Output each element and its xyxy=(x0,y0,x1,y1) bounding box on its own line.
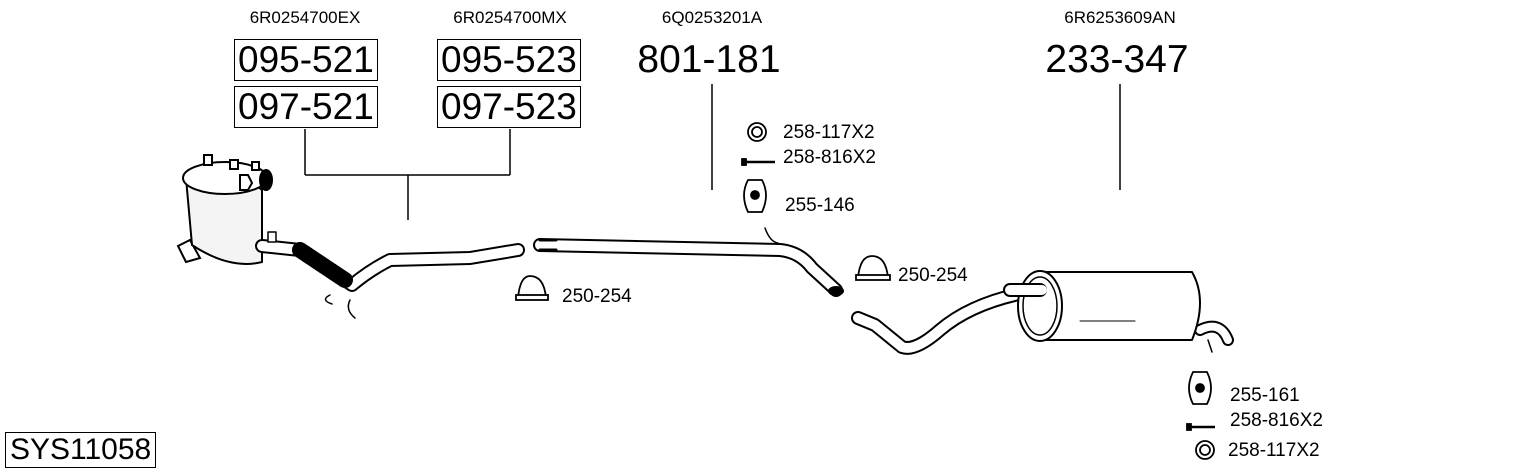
hanger-part-number[interactable]: 255-161 xyxy=(1230,385,1300,406)
oem-number: 6R0254700EX xyxy=(249,8,361,27)
ring-icon xyxy=(1195,440,1215,460)
clamp-icon xyxy=(515,275,549,301)
bolt-part-number[interactable]: 258-816X2 xyxy=(783,147,876,168)
ring-part-number[interactable]: 258-117X2 xyxy=(783,122,875,143)
middle-pipe-drawing xyxy=(533,227,844,297)
hanger-icon xyxy=(743,179,767,213)
part-number-box[interactable]: 095-523 xyxy=(437,39,581,81)
rear-muffler-drawing xyxy=(851,270,1234,355)
clamp-icon xyxy=(855,255,891,281)
clamp-part-number[interactable]: 250-254 xyxy=(562,286,632,307)
hanger-icon xyxy=(1188,371,1212,405)
system-id-box: SYS11058 xyxy=(5,432,157,468)
oem-number: 6R0254700MX xyxy=(453,8,567,27)
oem-number: 6Q0253201A xyxy=(661,8,763,27)
bolt-icon xyxy=(1186,423,1215,431)
part-number[interactable]: 801-181 xyxy=(637,38,781,81)
part-number-box[interactable]: 097-521 xyxy=(234,86,378,128)
particulate-filter-drawing xyxy=(176,154,273,265)
part-number-box[interactable]: 095-521 xyxy=(234,39,378,81)
hanger-part-number[interactable]: 255-146 xyxy=(785,195,855,216)
ring-icon xyxy=(747,122,767,142)
part-number-box[interactable]: 097-523 xyxy=(437,86,581,128)
part-number[interactable]: 233-347 xyxy=(1045,38,1189,81)
oem-number: 6R6253609AN xyxy=(1064,8,1176,27)
leader-lines xyxy=(304,84,1121,220)
ring-part-number[interactable]: 258-117X2 xyxy=(1228,440,1320,461)
bolt-part-number[interactable]: 258-816X2 xyxy=(1230,410,1323,431)
front-pipe-drawing xyxy=(255,231,525,319)
bolt-icon xyxy=(741,158,775,166)
clamp-part-number[interactable]: 250-254 xyxy=(898,265,968,286)
